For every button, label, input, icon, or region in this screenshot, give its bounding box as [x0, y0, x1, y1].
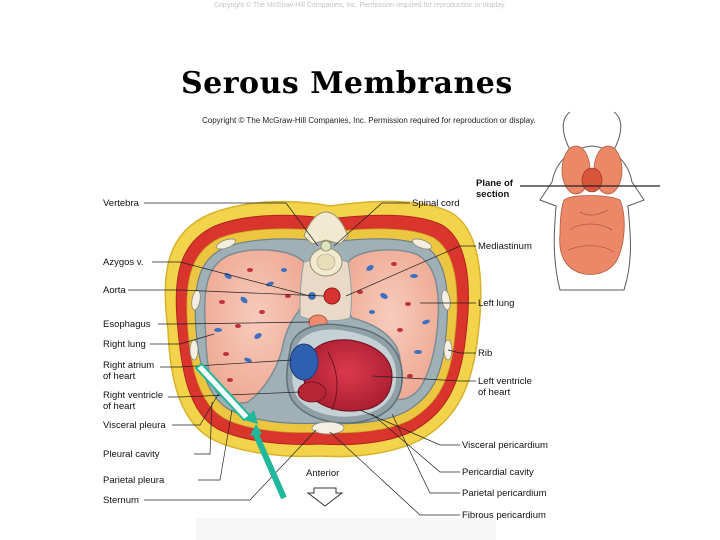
label-fibrous-pericardium: Fibrous pericardium: [462, 510, 546, 521]
right-lung-vessels: [214, 268, 291, 382]
bottom-smudge: [196, 518, 496, 540]
label-plane-line2: section: [476, 189, 509, 200]
label-pleural-cavity: Pleural cavity: [103, 449, 160, 460]
left-lung-vessels: [357, 262, 430, 378]
label-right-lung: Right lung: [103, 339, 146, 350]
spinal-cord: [320, 240, 332, 252]
label-right-atrium-line1: Right atrium: [103, 360, 154, 371]
label-sternum: Sternum: [103, 495, 139, 506]
anterior-arrow-icon: [306, 487, 344, 507]
label-esophagus: Esophagus: [103, 319, 151, 330]
aorta: [323, 287, 341, 305]
left-lung: [342, 249, 440, 401]
label-parietal-pleura: Parietal pleura: [103, 475, 165, 486]
label-visceral-pericardium: Visceral pericardium: [462, 440, 548, 451]
label-right-atrium-line2: of heart: [103, 371, 136, 382]
annotation-arrows: [194, 362, 287, 500]
copyright-notice-top: Copyright © The McGraw-Hill Companies, I…: [213, 2, 506, 9]
label-right-ventricle-line2: of heart: [103, 401, 136, 412]
label-azygos: Azygos v.: [103, 257, 143, 268]
label-rib: Rib: [478, 348, 492, 359]
interventricular-line: [327, 351, 338, 411]
inset-abdomen-organs: [559, 195, 625, 275]
label-plane-line1: Plane of: [476, 178, 514, 189]
label-anterior: Anterior: [306, 468, 339, 479]
label-aorta: Aorta: [103, 285, 126, 296]
label-visceral-pleura: Visceral pleura: [103, 420, 166, 431]
torso-inset: [520, 111, 660, 291]
label-parietal-pericardium: Parietal pericardium: [462, 488, 547, 499]
label-left-ventricle-line2: of heart: [478, 387, 511, 398]
vertebra: [303, 211, 349, 277]
label-pericardial-cavity: Pericardial cavity: [462, 467, 534, 478]
inset-heart: [581, 167, 603, 193]
label-right-ventricle-line1: Right ventricle: [103, 390, 163, 401]
sternum: [311, 421, 345, 435]
slide-title: Serous Membranes: [181, 66, 513, 101]
label-spinal-cord: Spinal cord: [412, 198, 460, 209]
azygos-vein: [308, 292, 316, 300]
label-mediastinum: Mediastinum: [478, 241, 532, 252]
label-left-ventricle-line1: Left ventricle: [478, 376, 532, 387]
label-left-lung: Left lung: [478, 298, 514, 309]
right-ventricle: [297, 381, 327, 403]
label-vertebra: Vertebra: [103, 198, 140, 209]
copyright-notice-figure: Copyright © The McGraw-Hill Companies, I…: [202, 116, 536, 125]
leader-lines: [128, 202, 476, 516]
right-atrium: [289, 343, 319, 381]
ribs: [189, 238, 453, 361]
